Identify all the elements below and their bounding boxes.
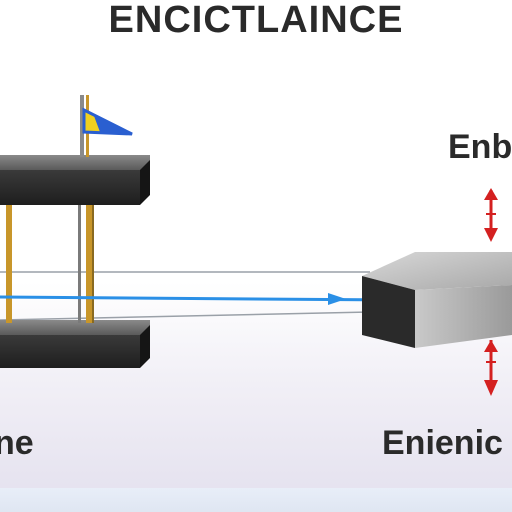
frame-posts xyxy=(6,205,94,323)
upper-red-arrow xyxy=(484,188,498,242)
right-post xyxy=(86,205,94,323)
label-bottom-left: ne xyxy=(0,424,34,462)
left-inner-post xyxy=(78,205,81,323)
flag-mast xyxy=(80,95,84,157)
guide-rails xyxy=(0,271,371,321)
block-end-face xyxy=(362,276,415,348)
flag-pennant xyxy=(82,107,133,136)
upper-plate xyxy=(0,155,150,205)
lower-red-arrow xyxy=(484,340,498,396)
label-top-right: Enb xyxy=(448,128,512,166)
flag-icon xyxy=(80,95,133,157)
floor-stripe xyxy=(0,488,512,512)
lower-rail-line xyxy=(0,311,371,321)
label-bottom-right: Enienic xyxy=(382,424,503,462)
beam-line xyxy=(0,295,393,302)
lower-plate xyxy=(0,320,150,368)
beam-arrowhead xyxy=(328,293,346,305)
right-block xyxy=(362,252,512,348)
left-post xyxy=(6,205,12,323)
diagram-title: ENCICTLAINCE xyxy=(108,0,404,41)
light-beam xyxy=(0,293,393,305)
